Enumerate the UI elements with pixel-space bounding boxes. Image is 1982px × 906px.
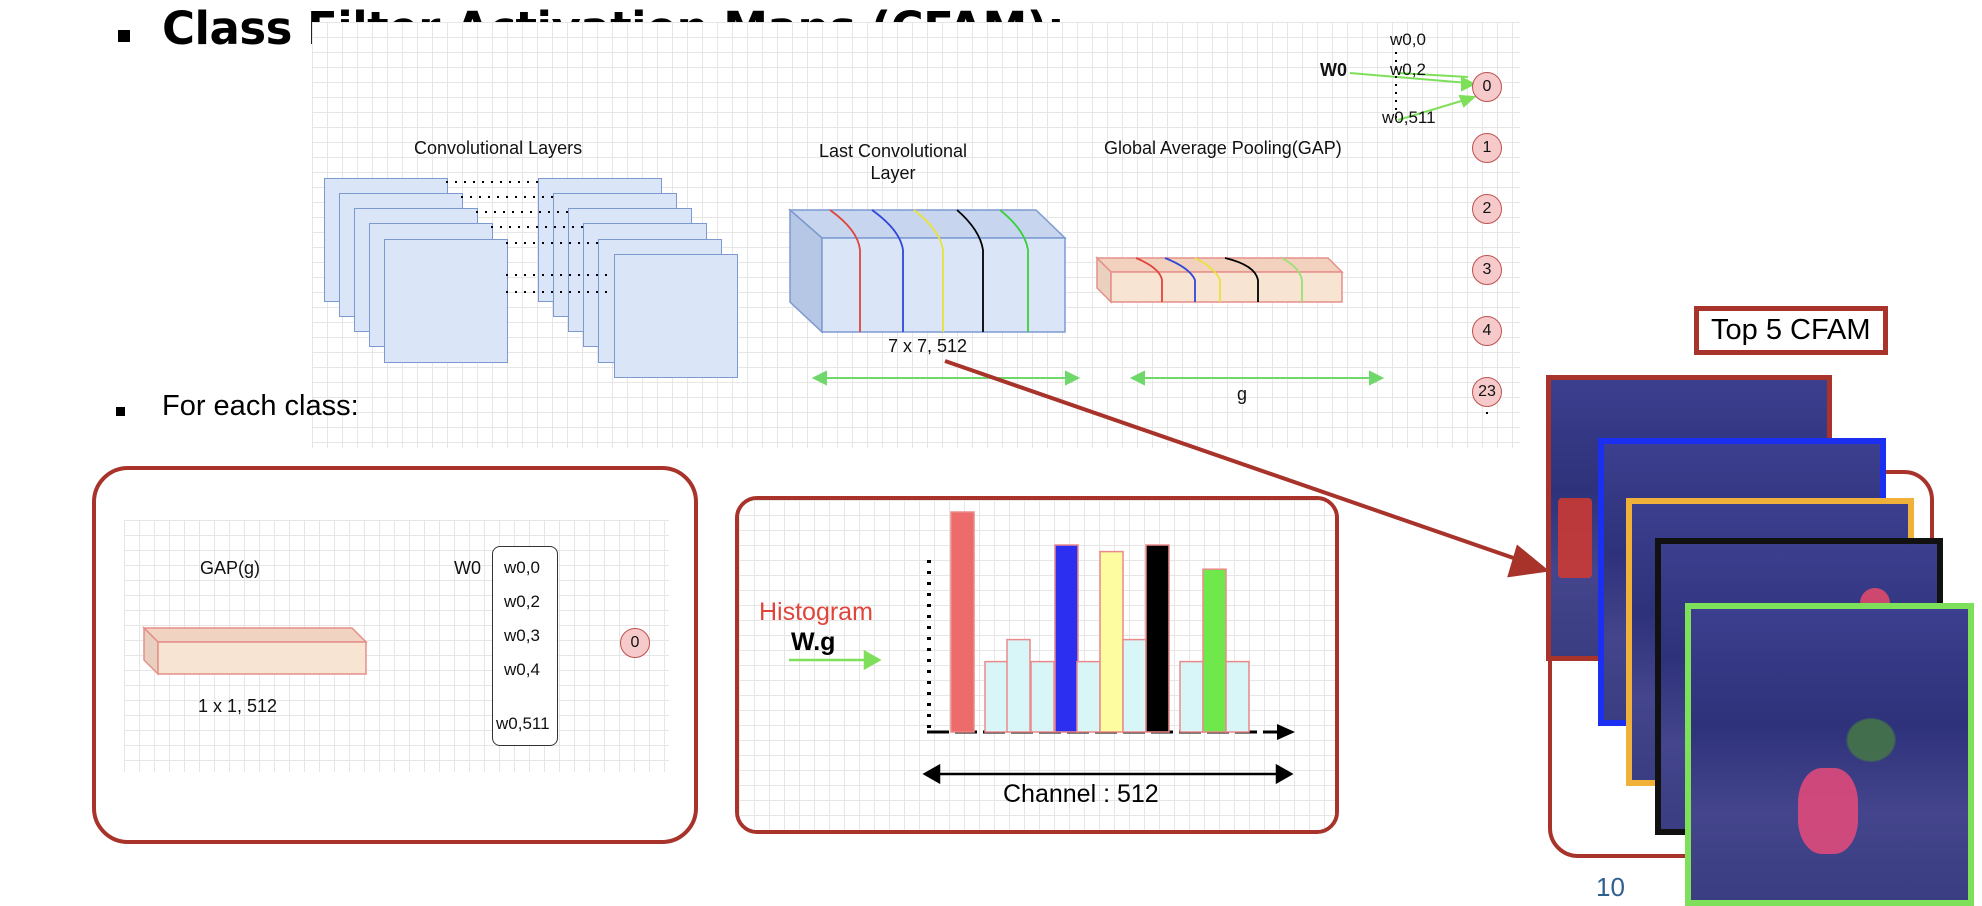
gap-weights-panel: GAP(g) W0 1 x 1, 512 w0,0 w0,2 w0,3 w0,4… (92, 466, 698, 844)
gap-bar (142, 626, 368, 676)
cfam-image-heat (1558, 498, 1592, 578)
histogram-bar (1202, 568, 1227, 733)
slide-subtitle: For each class: (162, 390, 359, 422)
weight-label: w0,0 (1390, 30, 1426, 49)
panel-w0-label: W0 (454, 558, 481, 578)
wg-label: W.g (791, 628, 836, 656)
histogram-label: Histogram (759, 598, 873, 626)
panel-bar-size: 1 x 1, 512 (198, 696, 278, 716)
conv-layer-square (384, 239, 508, 363)
histogram-bar (1076, 660, 1101, 733)
histogram-bar (1145, 544, 1170, 733)
histogram-panel: Histogram W.g Channel : 512 (735, 496, 1339, 834)
gap-var: g (1237, 384, 1248, 404)
weight-label: w0,511 (1382, 108, 1436, 127)
page-number: 10 (1596, 872, 1625, 902)
panel-class-node: 0 (620, 628, 650, 658)
cfam-image-heat (1798, 768, 1858, 854)
histogram-chart (789, 511, 1295, 785)
wg-arrow (789, 649, 882, 671)
histogram-bar (1030, 660, 1055, 733)
conv-layer-square (614, 254, 738, 378)
weight-label: w0,2 (1390, 60, 1426, 79)
class-node: 0 (1472, 72, 1502, 102)
panel-gap-label: GAP(g) (200, 558, 261, 578)
histogram-bar (950, 511, 975, 733)
histogram-bars (950, 511, 1250, 733)
histogram-bar (1099, 550, 1124, 733)
class-node: 1 (1472, 133, 1502, 163)
histogram-bar (1054, 544, 1079, 733)
histogram-bar (1179, 660, 1204, 733)
channel-axis-arrow (922, 763, 1294, 785)
weight-cell: w0,4 (504, 660, 540, 679)
histogram-bar (1225, 660, 1250, 733)
gap-label: Global Average Pooling(GAP) (1104, 138, 1342, 158)
last-conv-label: Last Convolutional Layer (818, 141, 968, 183)
title-bullet (118, 30, 130, 42)
class-node: 4 (1472, 316, 1502, 346)
class-node: 23 (1472, 377, 1502, 407)
w0-label: W0 (1320, 60, 1347, 80)
weight-cell: w0,3 (504, 626, 540, 645)
weight-cell: w0,0 (504, 558, 540, 577)
conv-layers-label: Convolutional Layers (414, 138, 583, 158)
weight-vector-box (492, 546, 558, 746)
weight-cell: w0,511 (496, 714, 550, 733)
histogram-bar (1006, 638, 1031, 733)
weight-cell: w0,2 (504, 592, 540, 611)
histogram-bar (984, 660, 1009, 733)
class-node: 2 (1472, 194, 1502, 224)
subtitle-bullet (116, 407, 125, 416)
gap-weights-grid (124, 520, 669, 772)
top-cfam-label: Top 5 CFAM (1694, 306, 1888, 355)
channel-axis-label: Channel : 512 (1003, 780, 1159, 808)
x-axis-arrowhead (1277, 724, 1295, 740)
histogram-bar (1122, 638, 1147, 733)
last-conv-size: 7 x 7, 512 (888, 336, 968, 356)
class-node: 3 (1472, 255, 1502, 285)
cfam-image (1685, 603, 1974, 906)
